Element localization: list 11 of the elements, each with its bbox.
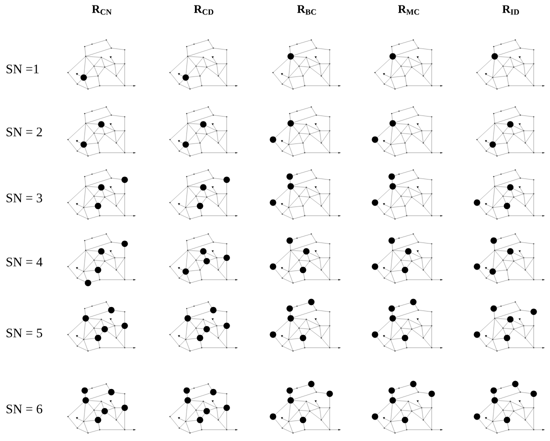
- row-label: SN = 4: [6, 258, 42, 266]
- column-header: R$_{BC}$: [297, 5, 316, 15]
- column-header: R$_{CN}$: [92, 5, 112, 15]
- row-label: SN = 2: [6, 128, 42, 136]
- row-label: SN =1: [6, 64, 39, 74]
- column-header: R$_{MC}$: [398, 5, 419, 15]
- row-label: SN = 6: [6, 404, 42, 414]
- row-label: SN = 5: [6, 328, 42, 338]
- column-header: R$_{ID}$: [502, 5, 519, 15]
- column-header: R$_{CD}$: [194, 5, 214, 15]
- row-label: SN = 3: [6, 194, 42, 202]
